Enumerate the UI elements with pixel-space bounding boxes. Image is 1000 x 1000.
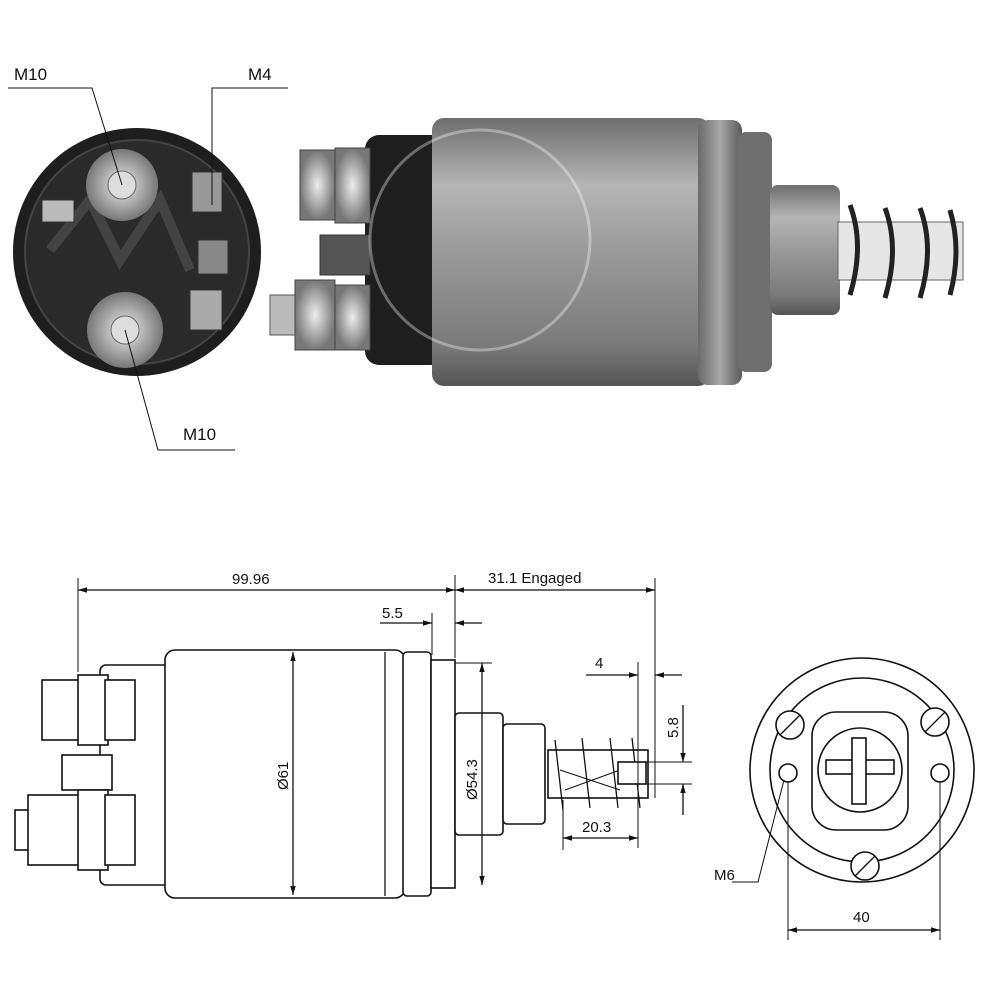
- side-drawing: [14, 649, 649, 899]
- dim-flange-thickness: 5.5: [382, 605, 403, 622]
- label-m10-bottom: M10: [183, 425, 216, 444]
- mount-hole: [778, 763, 798, 783]
- screw-icon: [775, 710, 805, 740]
- side-dimension-lines: [77, 575, 692, 895]
- dim-mount-spacing: 40: [853, 909, 870, 926]
- end-view-photo: [13, 128, 261, 376]
- screw-icon: [850, 851, 880, 881]
- photo-leaders: [8, 87, 288, 451]
- side-view-photo: [269, 118, 964, 386]
- dim-flange-diameter: Ø54.3: [464, 759, 481, 800]
- end-drawing: [749, 657, 975, 883]
- dim-spring-length: 20.3: [582, 819, 611, 836]
- dim-body-diameter: Ø61: [275, 762, 292, 790]
- dim-overall-length: 99.96: [232, 571, 270, 588]
- dim-plunger-slot: 5.8: [665, 717, 682, 738]
- screw-icon: [920, 707, 950, 737]
- label-m10-top: M10: [14, 65, 47, 84]
- dim-plunger-travel: 31.1 Engaged: [488, 570, 581, 587]
- end-dimension-lines: [732, 779, 941, 940]
- dim-plunger-tip: 4: [595, 655, 603, 672]
- dim-mount-thread: M6: [714, 867, 735, 884]
- label-m4: M4: [248, 65, 272, 84]
- mount-hole: [930, 763, 950, 783]
